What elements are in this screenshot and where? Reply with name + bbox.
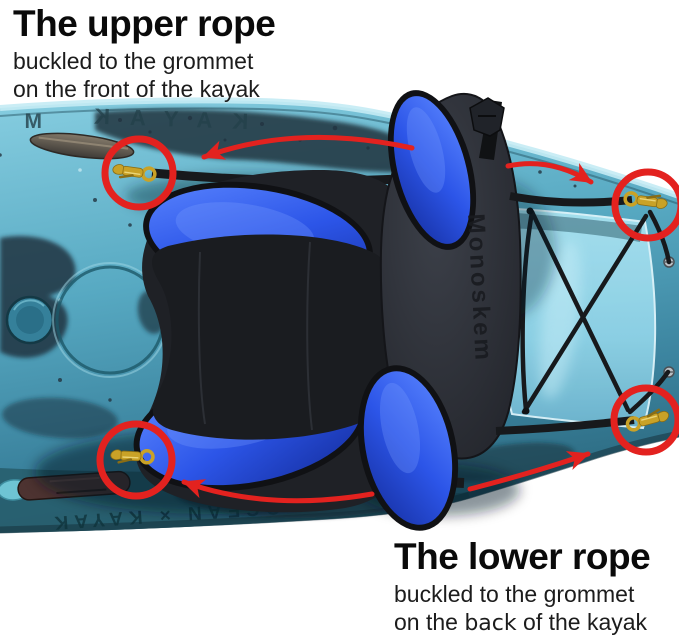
molded-bow-text: KAYAK xyxy=(74,103,249,134)
deck-speckle xyxy=(0,115,622,402)
upper-rope-line2: on the front of the kayak xyxy=(13,75,260,102)
annotation-arrows xyxy=(181,134,594,504)
snap-hooks xyxy=(110,164,670,465)
highlight-circles xyxy=(96,135,679,500)
seat-thigh-cushion xyxy=(357,365,459,531)
upper-right-hook xyxy=(623,191,668,209)
lower-rope-line2-suffix: of the kayak xyxy=(516,608,648,635)
upper-right-circle xyxy=(611,168,679,242)
kayak-seat: Monoskem xyxy=(133,90,522,531)
upper-left-hook xyxy=(112,164,157,182)
upper-rope-caption: The upper rope buckled to the grommet on… xyxy=(13,3,276,103)
lower-left-circle xyxy=(96,420,176,500)
lower-rope-line2: on the back of the kayak xyxy=(394,609,650,637)
lower-right-strap xyxy=(495,416,635,435)
lower-rope-line1: buckled to the grommet xyxy=(394,581,635,608)
seat-centre-panel xyxy=(152,234,393,440)
seat-top-buckle xyxy=(469,97,505,160)
lower-left-arrow xyxy=(181,479,375,504)
backrest-top-cushion xyxy=(387,90,477,250)
upper-left-arrow xyxy=(201,134,415,160)
upper-left-circle xyxy=(101,135,177,211)
lower-right-arrow xyxy=(467,451,591,492)
lower-rope-title: The lower rope xyxy=(394,536,651,577)
lower-left-hook xyxy=(110,449,155,465)
upper-right-arrow xyxy=(505,161,594,185)
upper-rope-title: The upper rope xyxy=(13,3,276,44)
upper-rope-line1: buckled to the grommet xyxy=(13,48,254,75)
lower-right-circle xyxy=(610,384,679,456)
lower-rope-line2-prefix: on the xyxy=(394,608,465,635)
lower-rope-caption: The lower rope buckled to the grommet on… xyxy=(394,536,651,637)
lower-right-hook xyxy=(625,408,670,432)
cup-holder xyxy=(5,295,55,345)
molded-bow-partial-text: M xyxy=(25,110,43,133)
lower-rope-line2-emphasis: back xyxy=(464,610,517,636)
